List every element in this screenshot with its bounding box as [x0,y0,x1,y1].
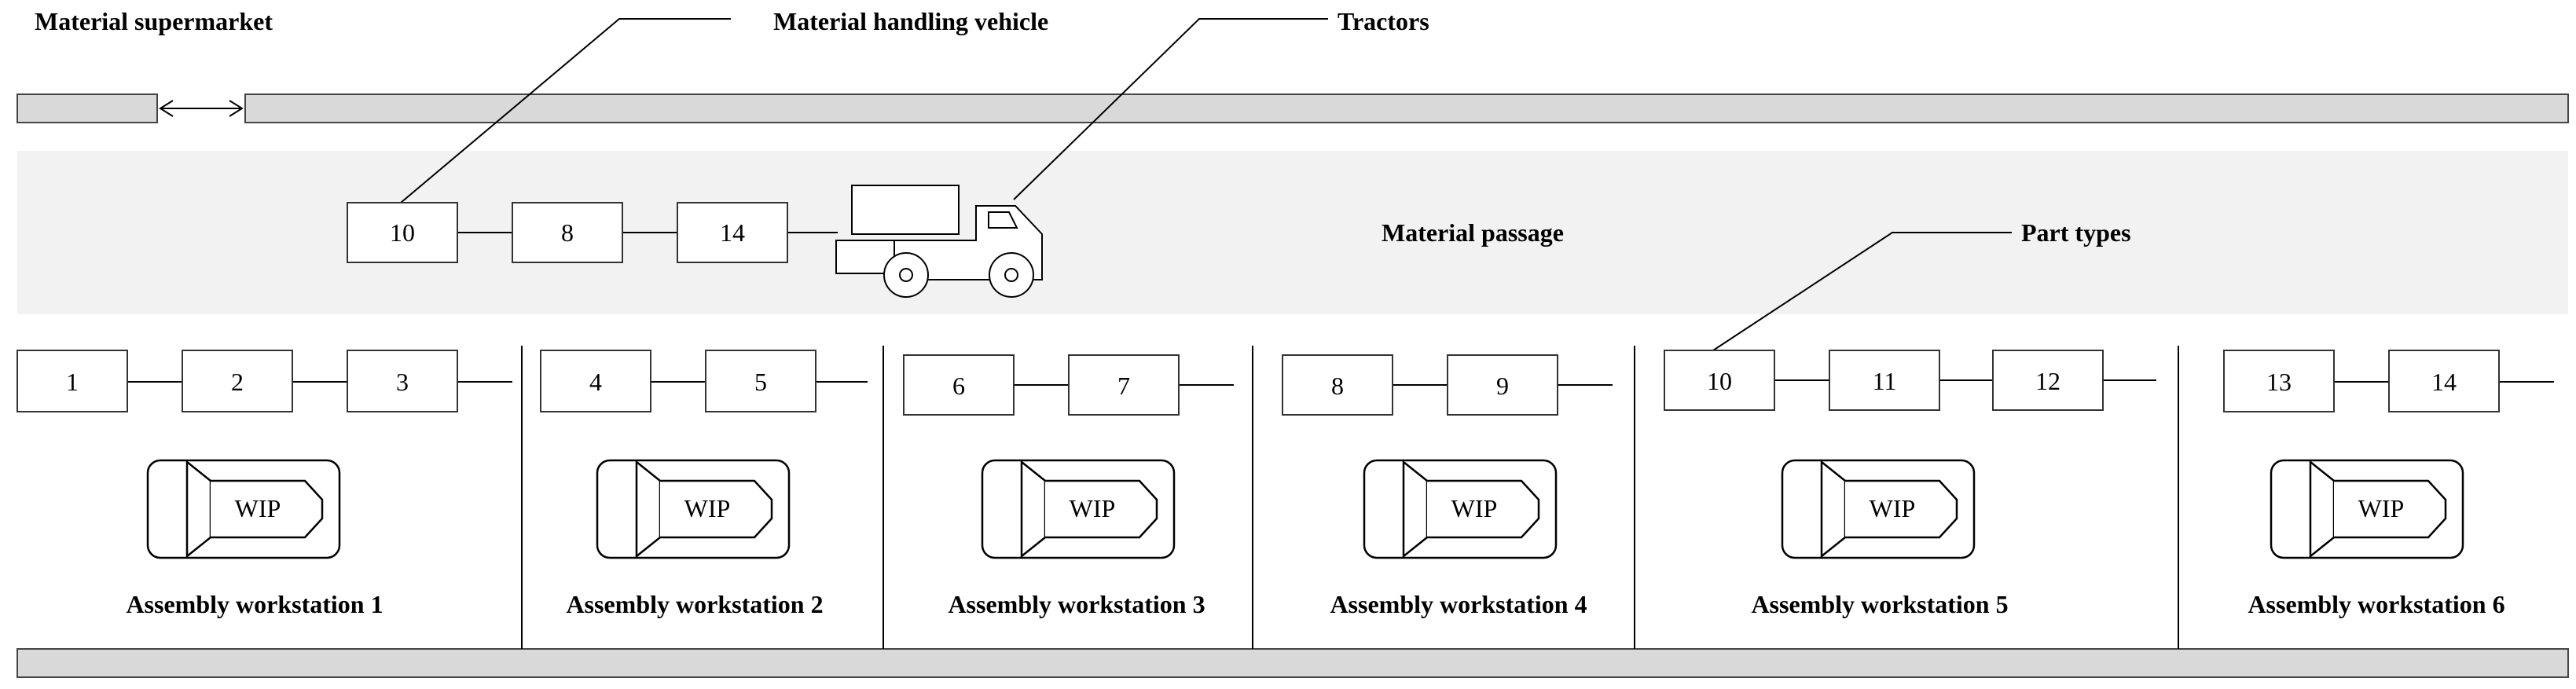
part-types-leader-line [1712,232,2012,351]
part-type-number: 5 [754,368,767,396]
material-supermarket-label: Material supermarket [35,7,273,35]
part-type-box [182,350,293,412]
vehicle-leader-line [400,18,731,203]
part-type-box [347,350,458,412]
bottom-line-bar [17,648,2569,678]
supermarket-bar [17,93,158,123]
gap-double-arrow [159,100,244,117]
workstation-dividers [521,346,2179,649]
part-type-box [2223,350,2335,412]
workstation-name: Assembly workstation 1 [126,590,383,618]
vehicle-train: 10 8 14 [347,202,838,263]
part-type-number: 10 [1707,367,1732,395]
wip-car-icon [1781,459,1976,559]
part-type-number: 7 [1117,372,1130,400]
material-handling-vehicle-label: Material handling vehicle [773,7,1048,35]
part-type-box [540,350,651,412]
workstation-4: 8 9 WIP Assembly workstation 4 [1282,354,1613,618]
wip-label: WIP [2358,494,2405,522]
part-type-box [17,350,128,412]
wip-label: WIP [1070,494,1116,522]
wip-car-icon [146,459,341,559]
part-type-number: 3 [396,368,409,396]
vehicle-cart-number: 8 [561,218,574,247]
workstation-name: Assembly workstation 2 [566,590,823,618]
workstation-2: 4 5 WIP Assembly workstation 2 [540,350,868,618]
wip-label: WIP [684,494,731,522]
part-type-number: 6 [952,372,965,400]
part-type-box [903,354,1015,416]
tractors-leader-line [1013,18,1328,200]
part-type-number: 8 [1331,372,1344,400]
workstation-name: Assembly workstation 5 [1751,590,2008,618]
workstation-name: Assembly workstation 3 [948,590,1205,618]
workstation-3: 6 7 WIP Assembly workstation 3 [903,354,1234,618]
part-type-number: 12 [2035,367,2060,395]
part-type-number: 2 [231,368,244,396]
part-type-number: 14 [2431,368,2457,396]
workstation-name: Assembly workstation 4 [1330,590,1587,618]
wip-label: WIP [235,494,281,522]
top-line-bar [244,93,2569,123]
part-type-box [705,350,816,412]
part-type-number: 1 [66,368,79,396]
part-type-number: 13 [2266,368,2292,396]
vehicle-cart-box [677,202,788,263]
vehicle-cart-number: 10 [390,218,415,247]
workstation-6: 13 14 WIP Assembly workstation 6 [2223,350,2554,618]
wip-car-icon [596,459,791,559]
part-type-box [1829,350,1940,411]
vehicle-cart-box [347,202,458,263]
workstation-1: 1 2 3 WIP Assembly workstation 1 [17,350,512,618]
tractor-truck-icon [835,185,1043,298]
part-type-box [1282,354,1393,416]
wip-label: WIP [1451,494,1498,522]
part-type-box [1447,354,1558,416]
part-type-box [1992,350,2104,411]
part-type-box [1664,350,1775,411]
part-type-number: 11 [1873,367,1897,395]
part-type-number: 4 [589,368,602,396]
part-type-number: 9 [1496,372,1509,400]
part-type-box [2388,350,2500,412]
wip-car-icon [981,459,1176,559]
workstation-5: 10 11 12 WIP Assembly workstation 5 [1664,350,2156,618]
wip-label: WIP [1870,494,1916,522]
material-passage-label: Material passage [1382,218,1564,247]
vehicle-cart-box [512,202,623,263]
tractors-label: Tractors [1338,7,1429,35]
part-types-label: Part types [2021,218,2131,247]
vehicle-cart-number: 14 [720,218,745,247]
wip-car-icon [1363,459,1558,559]
workstation-name: Assembly workstation 6 [2248,590,2504,618]
part-type-box [1068,354,1180,416]
wip-car-icon [2270,459,2464,559]
